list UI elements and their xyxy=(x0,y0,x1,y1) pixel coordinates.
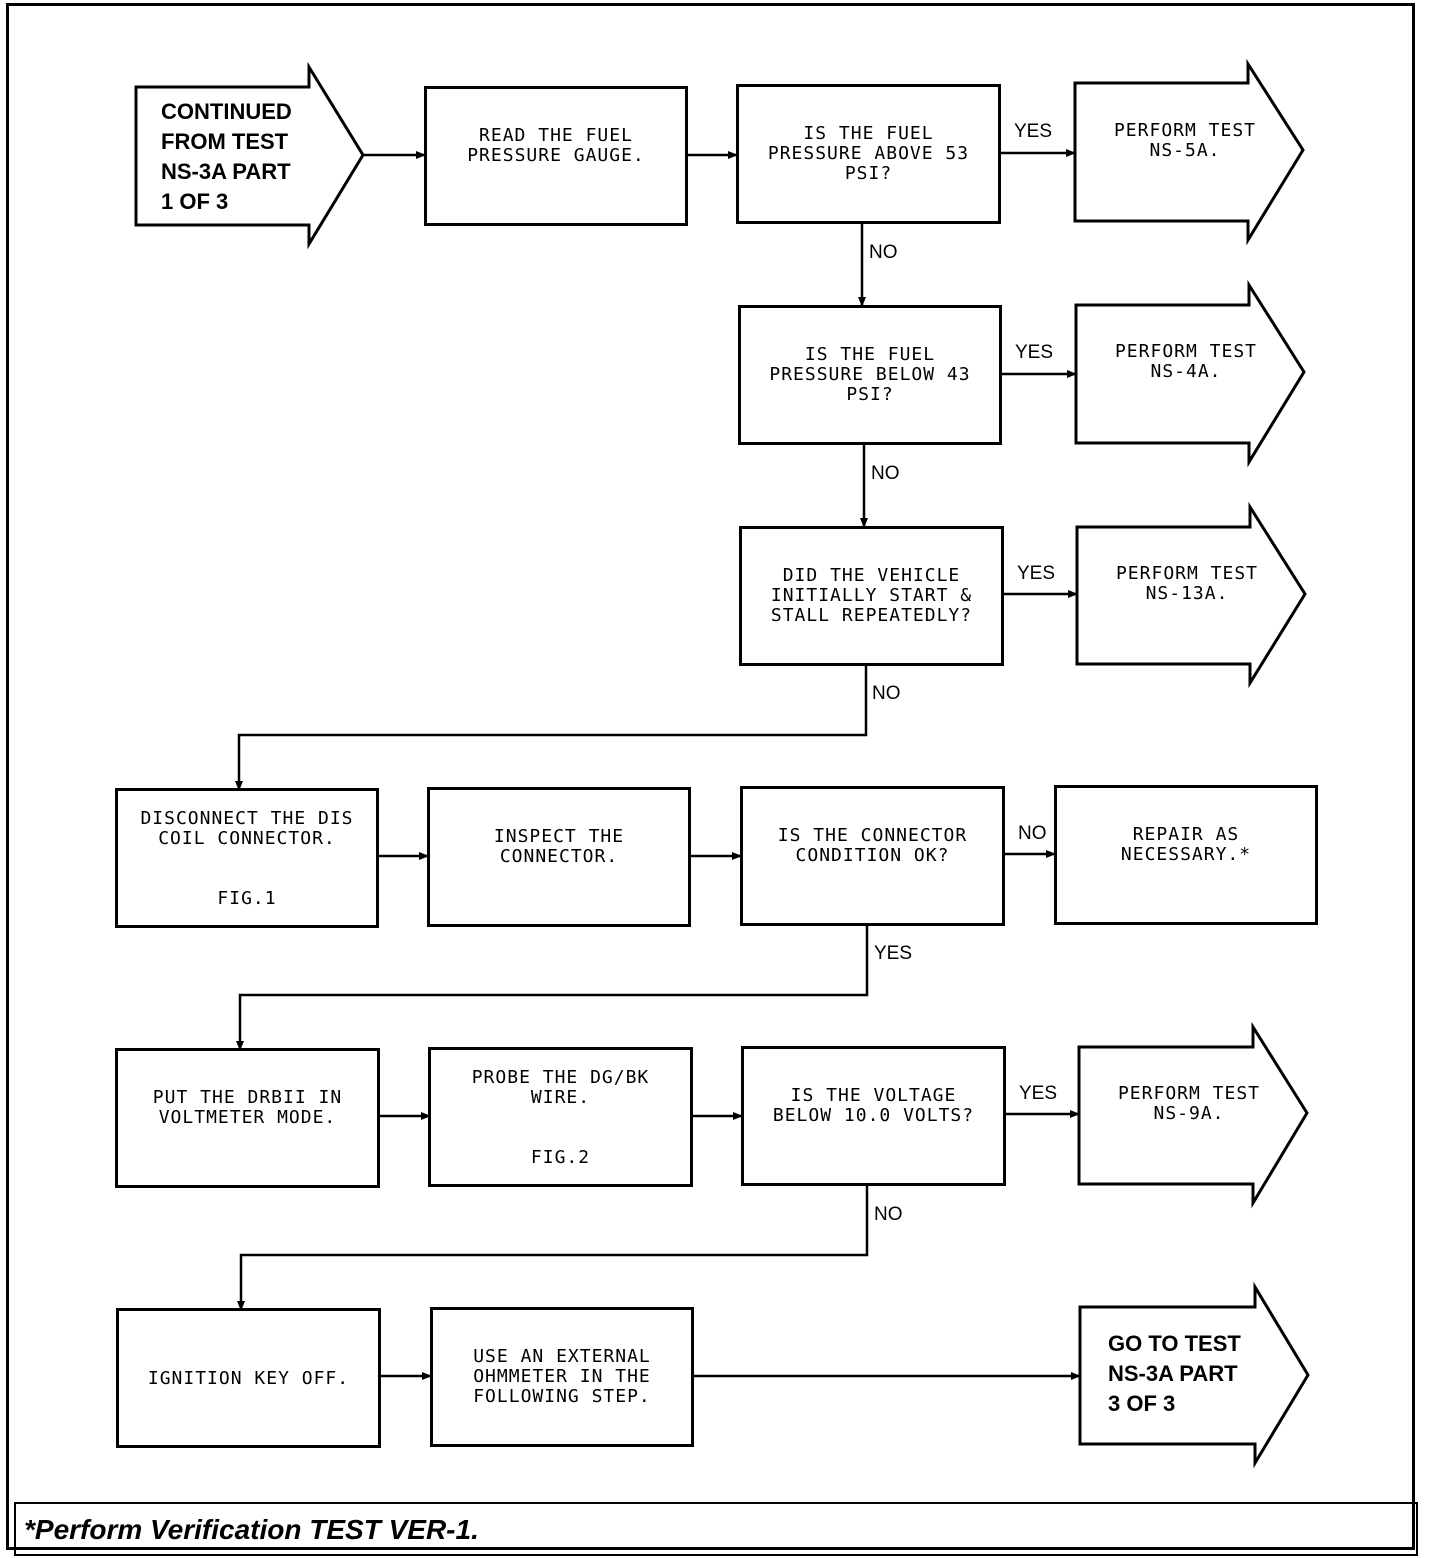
decision-voltage: IS THE VOLTAGE BELOW 10.0 VOLTS? xyxy=(741,1046,1006,1186)
label-yes-connector: YES xyxy=(874,943,913,964)
step-ignition-line-1: IGNITION KEY OFF. xyxy=(147,1368,350,1389)
step-drbii-line-2: VOLTMETER MODE. xyxy=(158,1107,337,1128)
step-disconnect: DISCONNECT THE DIS COIL CONNECTOR. FIG.1 xyxy=(115,788,379,928)
decision-below-43-line-1: IS THE FUEL xyxy=(804,344,936,365)
label-no-connector: NO xyxy=(1018,823,1047,844)
outcome-ns9a-line-2: NS-9A. xyxy=(1153,1103,1225,1124)
step-probe-line-1: PROBE THE DG/BK xyxy=(471,1067,650,1088)
decision-above-53-line-3: PSI? xyxy=(844,163,893,184)
outcome-ns5a-line-1: PERFORM TEST xyxy=(1113,120,1257,141)
step-probe-fig: FIG.2 xyxy=(530,1147,591,1168)
outcome-ns5a-line-2: NS-5A. xyxy=(1149,140,1221,161)
end-line-2: NS-3A PART xyxy=(1108,1361,1238,1386)
outcome-ns13a-line-1: PERFORM TEST xyxy=(1115,563,1259,584)
label-no-q53: NO xyxy=(869,242,898,263)
footer-bottom-border xyxy=(14,1554,1418,1556)
label-yes-q43: YES xyxy=(1015,342,1054,363)
decision-connector-line-2: CONDITION OK? xyxy=(795,845,950,866)
decision-connector: IS THE CONNECTOR CONDITION OK? xyxy=(740,786,1005,926)
label-no-stall: NO xyxy=(872,683,901,704)
start-arrow-shape xyxy=(134,61,365,250)
decision-below-43-line-3: PSI? xyxy=(846,384,894,405)
outcome-ns9a-text: PERFORM TEST NS-9A. xyxy=(1094,1084,1284,1124)
step-probe: PROBE THE DG/BK WIRE. FIG.2 xyxy=(428,1047,693,1187)
end-arrow-text: GO TO TEST NS-3A PART 3 OF 3 xyxy=(1108,1329,1258,1419)
decision-above-53-line-1: IS THE FUEL xyxy=(803,123,934,144)
step-repair-line-2: NECESSARY.* xyxy=(1120,844,1252,865)
step-repair: REPAIR AS NECESSARY.* xyxy=(1054,785,1318,925)
connector-qconn-yes xyxy=(236,925,869,1051)
label-no-q43: NO xyxy=(871,463,900,484)
start-line-1: CONTINUED xyxy=(161,99,292,124)
step-drbii: PUT THE DRBII IN VOLTMETER MODE. xyxy=(115,1048,380,1188)
step-read-gauge-line-1: READ THE FUEL xyxy=(479,125,633,146)
step-ohmmeter-line-1: USE AN EXTERNAL xyxy=(473,1346,651,1367)
decision-stall-line-1: DID THE VEHICLE xyxy=(782,565,961,586)
decision-below-43-line-2: PRESSURE BELOW 43 xyxy=(769,364,971,385)
step-disconnect-line-1: DISCONNECT THE DIS xyxy=(140,808,354,829)
label-no-voltage: NO xyxy=(874,1204,903,1225)
footer-right-border xyxy=(1416,1502,1418,1556)
start-arrow-text: CONTINUED FROM TEST NS-3A PART 1 OF 3 xyxy=(161,97,301,217)
outcome-ns13a-text: PERFORM TEST NS-13A. xyxy=(1092,564,1282,604)
step-ignition: IGNITION KEY OFF. xyxy=(116,1308,381,1448)
start-line-2: FROM TEST xyxy=(161,129,289,154)
decision-stall: DID THE VEHICLE INITIALLY START & STALL … xyxy=(739,526,1004,666)
start-line-3: NS-3A PART xyxy=(161,159,291,184)
step-drbii-line-1: PUT THE DRBII IN xyxy=(152,1087,343,1108)
step-inspect-line-1: INSPECT THE xyxy=(493,826,625,847)
step-ohmmeter-line-3: FOLLOWING STEP. xyxy=(473,1386,651,1407)
step-read-gauge-line-2: PRESSURE GAUGE. xyxy=(467,145,645,166)
step-ohmmeter-line-2: OHMMETER IN THE xyxy=(473,1366,651,1387)
footer-note: *Perform Verification TEST VER-1. xyxy=(24,1514,479,1545)
label-yes-stall: YES xyxy=(1017,563,1056,584)
decision-stall-line-3: STALL REPEATEDLY? xyxy=(770,605,973,626)
decision-voltage-line-2: BELOW 10.0 VOLTS? xyxy=(772,1105,975,1126)
decision-connector-line-1: IS THE CONNECTOR xyxy=(777,825,968,846)
connector-stall-no xyxy=(235,665,868,791)
outcome-ns5a-text: PERFORM TEST NS-5A. xyxy=(1090,121,1280,161)
decision-stall-line-2: INITIALLY START & xyxy=(770,585,973,606)
step-probe-line-2: WIRE. xyxy=(530,1087,591,1108)
step-disconnect-fig: FIG.1 xyxy=(217,888,277,909)
outcome-ns13a-shape xyxy=(1075,501,1307,689)
step-read-gauge: READ THE FUEL PRESSURE GAUGE. xyxy=(424,86,688,226)
page-frame xyxy=(6,3,1415,1550)
step-ohmmeter: USE AN EXTERNAL OHMMETER IN THE FOLLOWIN… xyxy=(430,1307,694,1447)
outcome-ns9a-shape xyxy=(1077,1021,1309,1209)
outcome-ns5a-shape xyxy=(1073,58,1305,246)
outcome-ns4a-shape xyxy=(1074,279,1306,468)
decision-voltage-line-1: IS THE VOLTAGE xyxy=(790,1085,957,1106)
step-disconnect-line-2: COIL CONNECTOR. xyxy=(158,828,336,849)
start-line-4: 1 OF 3 xyxy=(161,189,229,214)
decision-above-53-line-2: PRESSURE ABOVE 53 xyxy=(767,143,970,164)
connector-qvolt-no xyxy=(237,1186,869,1311)
outcome-ns9a-line-1: PERFORM TEST xyxy=(1117,1083,1261,1104)
step-repair-line-1: REPAIR AS xyxy=(1132,824,1240,845)
footer-left-border xyxy=(14,1502,16,1556)
end-line-1: GO TO TEST xyxy=(1108,1331,1241,1356)
outcome-ns4a-line-1: PERFORM TEST xyxy=(1114,341,1258,362)
decision-above-53: IS THE FUEL PRESSURE ABOVE 53 PSI? xyxy=(736,84,1001,224)
outcome-ns13a-line-2: NS-13A. xyxy=(1145,583,1229,604)
footer-divider xyxy=(14,1502,1418,1504)
label-yes-voltage: YES xyxy=(1019,1083,1058,1104)
step-inspect-line-2: CONNECTOR. xyxy=(499,846,619,867)
outcome-ns4a-text: PERFORM TEST NS-4A. xyxy=(1091,342,1281,382)
label-yes-q53: YES xyxy=(1014,121,1053,142)
end-arrow-shape xyxy=(1078,1281,1310,1469)
outcome-ns4a-line-2: NS-4A. xyxy=(1150,361,1222,382)
decision-below-43: IS THE FUEL PRESSURE BELOW 43 PSI? xyxy=(738,305,1002,445)
end-line-3: 3 OF 3 xyxy=(1108,1391,1176,1416)
step-inspect: INSPECT THE CONNECTOR. xyxy=(427,787,691,927)
